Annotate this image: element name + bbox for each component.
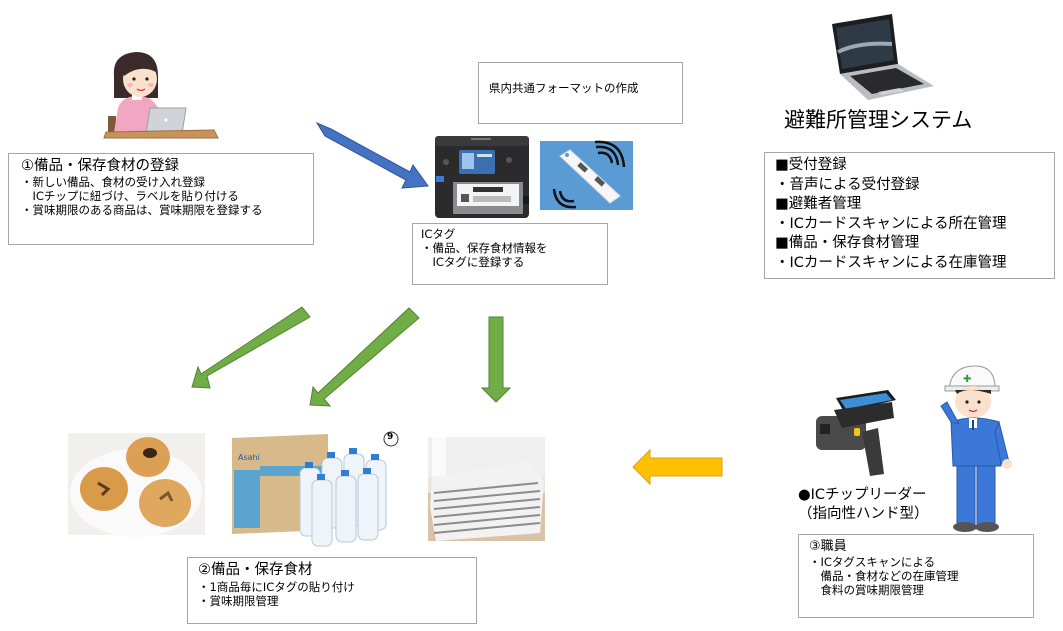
blue-arrow bbox=[315, 121, 429, 189]
rfid-handheld-reader-image bbox=[812, 390, 902, 478]
format-box: 県内共通フォーマットの作成 bbox=[478, 62, 683, 124]
water-bottles-image: Asahi 9 bbox=[230, 430, 405, 550]
reader-line: ●ICチップリーダー bbox=[798, 487, 927, 503]
supplies-line: ・賞味期限管理 bbox=[198, 594, 279, 608]
registration-line: ・新しい備品、食材の受け入れ登録 bbox=[21, 175, 205, 189]
ic-tag-line: ICタグに登録する bbox=[421, 255, 525, 269]
water-badge: 9 bbox=[387, 432, 394, 442]
supplies-line: ・1商品毎にICタグの貼り付け bbox=[198, 580, 355, 594]
label-printer-image bbox=[433, 134, 533, 220]
staff-line: 備品・食材などの在庫管理 bbox=[809, 569, 959, 583]
registration-title: ①備品・保存食材の登録 bbox=[21, 158, 179, 174]
system-box: ■受付登録 ・音声による受付登録 ■避難者管理 ・ICカードスキャンによる所在管… bbox=[764, 152, 1055, 279]
woman-laptop-illustration bbox=[100, 46, 220, 139]
rfid-tag-image bbox=[540, 140, 633, 210]
staff-box: ③職員 ・ICタグスキャンによる 備品・食材などの在庫管理 食料の賞味期限管理 bbox=[798, 534, 1034, 618]
ic-tag-title: ICタグ bbox=[421, 227, 456, 241]
format-text: 県内共通フォーマットの作成 bbox=[489, 81, 639, 95]
staff-line: 食料の賞味期限管理 bbox=[809, 583, 924, 597]
ic-tag-line: ・備品、保存食材情報を bbox=[421, 241, 548, 255]
bread-image bbox=[68, 433, 205, 537]
reader-line: （指向性ハンド型） bbox=[798, 506, 929, 522]
green-arrow-down bbox=[480, 316, 512, 403]
system-line: ・ICカードスキャンによる所在管理 bbox=[775, 215, 1007, 232]
system-title: 避難所管理システム bbox=[784, 108, 973, 132]
system-line: ・ICカードスキャンによる在庫管理 bbox=[775, 254, 1007, 271]
svg-text:Asahi: Asahi bbox=[238, 453, 260, 462]
futon-bedding-image bbox=[428, 437, 545, 541]
staff-line: ・ICタグスキャンによる bbox=[809, 555, 936, 569]
green-arrow-middle bbox=[309, 307, 420, 407]
supplies-title: ②備品・保存食材 bbox=[198, 562, 313, 578]
system-line: ■受付登録 bbox=[775, 157, 847, 173]
registration-box: ①備品・保存食材の登録 ・新しい備品、食材の受け入れ登録 ICチップに紐づけ、ラ… bbox=[8, 153, 314, 245]
worker-helmet-illustration: ✚ bbox=[937, 362, 1017, 534]
system-line: ・音声による受付登録 bbox=[775, 176, 920, 193]
green-arrow-left bbox=[191, 306, 311, 389]
reader-label: ●ICチップリーダー （指向性ハンド型） bbox=[798, 486, 929, 524]
svg-text:✚: ✚ bbox=[963, 374, 971, 385]
system-line: ■備品・保存食材管理 bbox=[775, 235, 920, 251]
supplies-box: ②備品・保存食材 ・1商品毎にICタグの貼り付け ・賞味期限管理 bbox=[187, 557, 477, 624]
staff-title: ③職員 bbox=[809, 539, 847, 554]
system-line: ■避難者管理 bbox=[775, 196, 862, 212]
registration-line: ICチップに紐づけ、ラベルを貼り付ける bbox=[21, 189, 239, 203]
registration-line: ・賞味期限のある商品は、賞味期限を登録する bbox=[21, 203, 263, 217]
yellow-arrow bbox=[632, 448, 723, 486]
laptop-image bbox=[828, 12, 938, 100]
ic-tag-box: ICタグ ・備品、保存食材情報を ICタグに登録する bbox=[412, 223, 608, 285]
